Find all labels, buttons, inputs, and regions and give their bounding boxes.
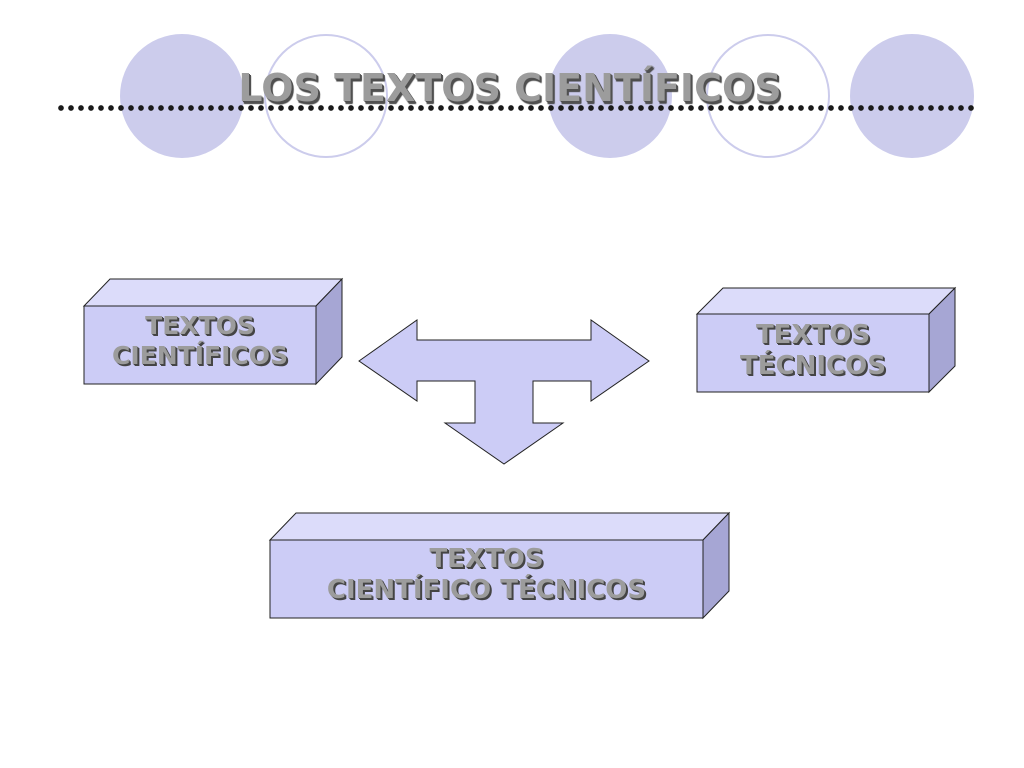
box-tecnicos bbox=[695, 286, 957, 394]
box-cientificos-line1: TEXTOS bbox=[145, 311, 255, 340]
box-cientifico-tecnicos-label: TEXTOS CIENTÍFICO TÉCNICOS bbox=[270, 544, 703, 606]
box-cientifico-tecnicos-line2: CIENTÍFICO TÉCNICOS bbox=[326, 575, 647, 606]
box-cientifico-tecnicos-top bbox=[268, 512, 731, 541]
box-cientifico-tecnicos bbox=[268, 511, 731, 620]
decor-circle-5 bbox=[850, 34, 974, 158]
box-cientifico-tecnicos-front bbox=[269, 539, 704, 619]
decor-circle-1 bbox=[120, 34, 244, 158]
decor-circle-3 bbox=[548, 34, 672, 158]
box-cientifico-tecnicos-line1: TEXTOS bbox=[429, 544, 544, 574]
box-tecnicos-line1: TEXTOS bbox=[755, 320, 871, 350]
box-tecnicos-front bbox=[696, 313, 930, 393]
box-cientificos bbox=[82, 277, 344, 386]
box-tecnicos-line2: TÉCNICOS bbox=[740, 351, 886, 382]
box-cientificos-top bbox=[82, 278, 344, 307]
box-cientificos-front bbox=[83, 305, 317, 385]
box-tecnicos-label: TEXTOS TÉCNICOS bbox=[697, 320, 929, 382]
page-title: LOS TEXTOS CIENTÍFICOS bbox=[238, 66, 782, 110]
decor-circle-2 bbox=[264, 34, 388, 158]
box-tecnicos-top bbox=[695, 287, 957, 315]
decor-circle-4 bbox=[706, 34, 830, 158]
box-cientificos-label: TEXTOS CIENTÍFICOS bbox=[84, 311, 316, 371]
three-way-arrow bbox=[358, 319, 650, 465]
dotted-divider bbox=[56, 104, 976, 112]
box-cientificos-line2: CIENTÍFICOS bbox=[112, 341, 288, 370]
